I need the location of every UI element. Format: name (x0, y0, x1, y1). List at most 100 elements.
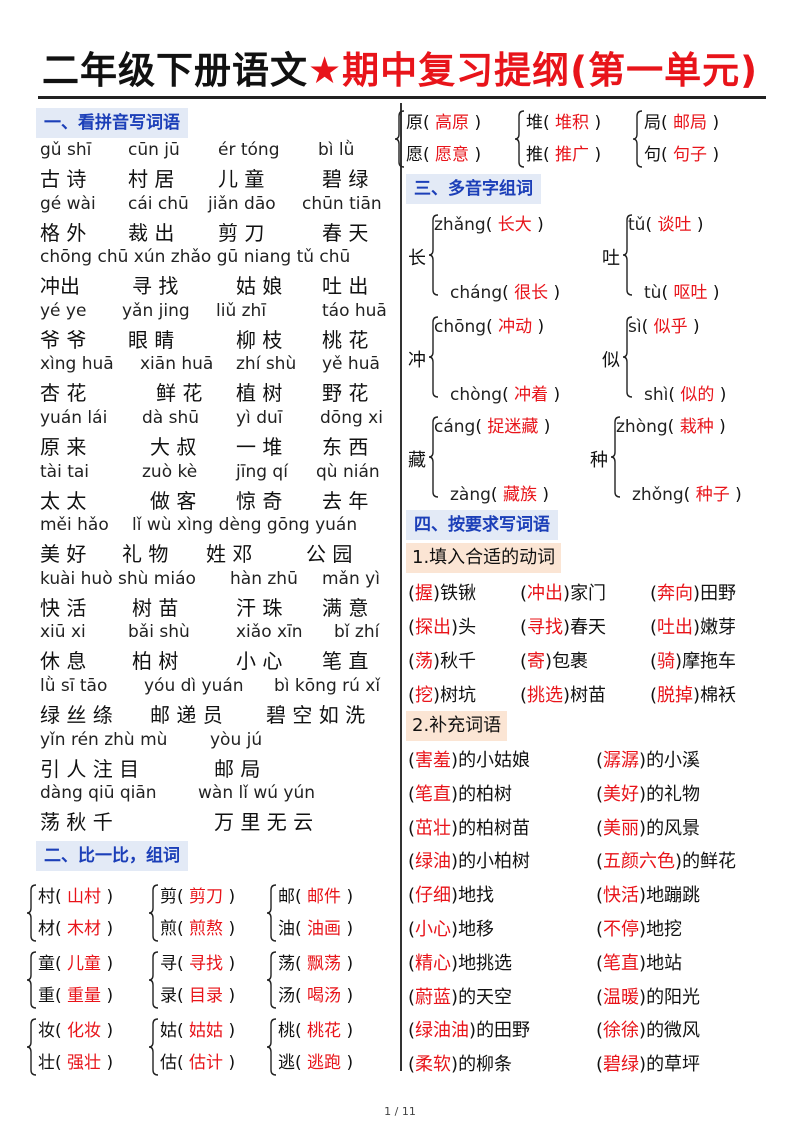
compare-item: 录( 目录 ) (160, 981, 235, 1006)
paren: ( (177, 954, 190, 974)
paren: ( (177, 919, 190, 939)
compare-item: 句( 句子 ) (644, 140, 719, 165)
answer-word: 植 树 (236, 381, 283, 406)
pinyin-text: chōng chū xún zhǎo gū niang tǔ chū (40, 247, 351, 268)
paren: ) (707, 113, 720, 133)
compare-char: 局 (644, 113, 661, 133)
paren: ( (177, 1053, 190, 1073)
answer-word: 握 (415, 583, 434, 604)
paren: ( (502, 385, 515, 405)
paren: ) (675, 851, 683, 873)
pinyin-text: bì lǜ (318, 140, 355, 160)
answer-word: 桃花 (307, 1021, 342, 1041)
compare-item: 桃( 桃花 ) (278, 1016, 353, 1041)
answer-word: 寻找 (527, 617, 564, 638)
answer-word: 堆积 (555, 113, 590, 133)
compare-item: 邮( 邮件 ) (278, 882, 353, 907)
paren: ( (295, 887, 308, 907)
brace (148, 951, 159, 1009)
answer-word: 不停 (603, 919, 640, 940)
polyphone-pinyin: zhǎng (434, 215, 486, 235)
answer-word: 骑 (657, 651, 676, 672)
paren: ( (596, 919, 604, 940)
answer-word: 满 意 (322, 595, 369, 620)
polyphone-item: tǔ( 谈吐 ) (628, 210, 704, 235)
paren: ) (101, 887, 114, 907)
answer-word: 呕吐 (673, 283, 708, 303)
brace (428, 316, 439, 398)
fixed-word: 的礼物 (646, 783, 701, 805)
paren: ( (408, 583, 416, 604)
pinyin-text: qù nián (316, 461, 380, 482)
compare-char: 汤 (278, 986, 295, 1006)
polyphone-pinyin: zhòng (616, 417, 668, 437)
answer-word: 原 来 (40, 435, 87, 459)
compare-char: 句 (644, 145, 661, 165)
fixed-word: 的柏树苗 (458, 817, 531, 839)
polyphone-pinyin: tǔ (628, 215, 646, 235)
brace (266, 951, 277, 1009)
paren: ) (223, 919, 236, 939)
paren: ( (520, 651, 528, 672)
answer-word: 杏 花 (40, 381, 87, 406)
paren: ) (433, 583, 441, 604)
paren: ( (295, 919, 308, 939)
answer-word: 冲出 (527, 583, 564, 604)
pinyin-text: xiū xi (40, 622, 86, 643)
fixed-word: 嫩芽 (700, 617, 737, 638)
brace (622, 214, 633, 296)
paren: ( (650, 685, 658, 706)
paren: ( (408, 952, 416, 974)
compare-item: 材( 木材 ) (38, 914, 113, 939)
brace (26, 951, 37, 1009)
polyphone-pinyin: tù (644, 283, 662, 303)
paren: ( (502, 283, 515, 303)
paren: ) (707, 145, 720, 165)
answer-word: 树 苗 (132, 595, 179, 620)
paren: ) (639, 885, 647, 907)
paren: ) (639, 817, 647, 839)
pinyin-text: wàn lǐ wú yún (198, 783, 316, 804)
fixed-word: 地挑选 (458, 952, 513, 974)
compare-char: 推 (526, 145, 543, 165)
brace (428, 214, 439, 296)
compare-char: 逃 (278, 1053, 295, 1073)
polyphone-char: 似 (602, 350, 620, 371)
pinyin-text: bǎi shù (128, 622, 190, 643)
pinyin-text: yuán lái (40, 408, 108, 428)
paren: ) (563, 617, 571, 638)
answer-word: 探出 (415, 617, 452, 638)
answer-word: 格 外 (40, 220, 87, 245)
paren: ) (538, 417, 551, 437)
paren: ( (408, 617, 416, 638)
compare-char: 邮 (278, 887, 295, 907)
answer-word: 吐 出 (322, 274, 369, 299)
brace (428, 416, 439, 498)
fill-item: ( 绿油油 )的田野 (408, 1016, 530, 1042)
paren: ) (101, 919, 114, 939)
answer-word: 去 年 (322, 488, 369, 513)
paren: ) (675, 651, 683, 672)
paren: ) (693, 583, 701, 604)
pinyin-text: lǐ wù xìng dèng gōng yuán (132, 515, 358, 536)
fixed-word: 树坑 (440, 685, 477, 706)
paren: ) (639, 986, 647, 1008)
pinyin-text: ér tóng (218, 140, 280, 160)
polyphone-item: zhòng( 栽种 ) (616, 412, 726, 437)
answer-word: 仔细 (415, 885, 452, 907)
title-topic: ★期中复习提纲(第一单元) (308, 49, 758, 92)
answer-word: 潺潺 (603, 750, 640, 771)
compare-char: 堆 (526, 113, 543, 133)
answer-word: 冲着 (514, 385, 549, 405)
answer-word: 寻 找 (132, 274, 179, 299)
compare-item: 村( 山村 ) (38, 882, 113, 907)
answer-word: 重量 (67, 986, 102, 1006)
answer-word: 蔚蓝 (415, 986, 452, 1008)
answer-word: 美好 (603, 783, 640, 805)
polyphone-pinyin: chōng (434, 317, 487, 337)
compare-item: 估( 估计 ) (160, 1048, 235, 1073)
paren: ) (469, 145, 482, 165)
answer-word: 桃 花 (322, 327, 369, 352)
compare-item: 推( 推广 ) (526, 140, 601, 165)
pinyin-text: chūn tiān (302, 193, 382, 214)
